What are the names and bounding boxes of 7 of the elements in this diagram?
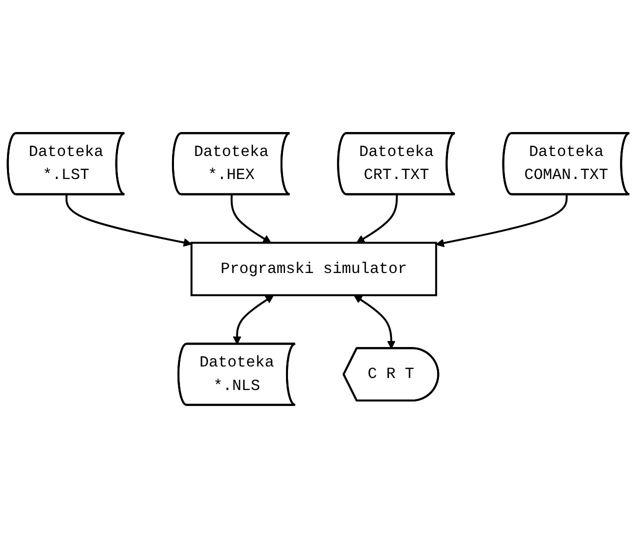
arrow xyxy=(230,194,272,244)
arrow xyxy=(66,194,192,247)
arrow xyxy=(354,295,396,349)
arrow xyxy=(436,194,568,248)
node-box: Programski simulator xyxy=(190,242,438,296)
arrow xyxy=(232,295,274,345)
arrow xyxy=(356,194,398,244)
